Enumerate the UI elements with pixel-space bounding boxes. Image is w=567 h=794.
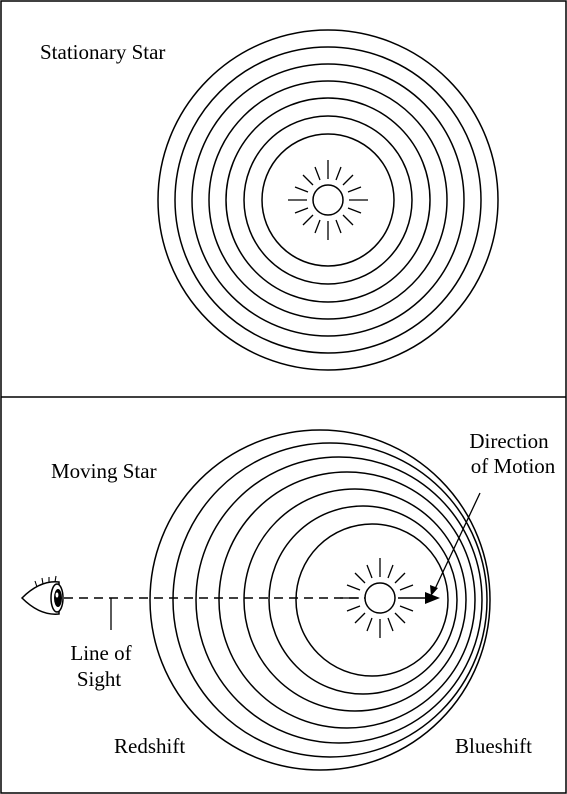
sight-label-line2: Sight bbox=[77, 667, 122, 691]
wavefront-ring bbox=[225, 97, 431, 303]
arrow-right-icon bbox=[398, 592, 440, 604]
eye-icon bbox=[20, 575, 64, 615]
wavefront-ring bbox=[195, 456, 483, 744]
wavefront-ring bbox=[243, 115, 413, 285]
wavefront-ring bbox=[261, 133, 395, 267]
redshift-label: Redshift bbox=[114, 734, 185, 758]
stationary-wavefronts bbox=[157, 29, 499, 371]
sight-label-line1: Line of bbox=[70, 641, 131, 665]
wavefront-ring bbox=[174, 46, 482, 354]
moving-star-title: Moving Star bbox=[51, 459, 157, 483]
wavefront-ring bbox=[149, 429, 491, 771]
sun-burst-icon bbox=[340, 558, 414, 638]
moving-wavefronts bbox=[149, 429, 491, 771]
wavefront-ring bbox=[191, 63, 465, 337]
stationary-panel: Stationary Star bbox=[40, 29, 499, 371]
direction-leader bbox=[433, 492, 481, 592]
moving-panel: Moving Star bbox=[20, 429, 556, 771]
wavefront-ring bbox=[243, 488, 467, 712]
direction-label-line1: Direction bbox=[469, 429, 549, 453]
wavefront-ring bbox=[268, 505, 458, 695]
wavefront-ring bbox=[208, 80, 448, 320]
wavefront-ring bbox=[295, 523, 449, 677]
sun-burst-icon bbox=[288, 160, 368, 240]
wavefront-ring bbox=[218, 471, 476, 729]
blueshift-label: Blueshift bbox=[455, 734, 532, 758]
wavefront-ring bbox=[157, 29, 499, 371]
direction-label-line2: of Motion bbox=[471, 454, 556, 478]
direction-leader-head bbox=[430, 585, 438, 596]
wavefront-ring bbox=[172, 442, 488, 758]
stationary-star-title: Stationary Star bbox=[40, 40, 165, 64]
